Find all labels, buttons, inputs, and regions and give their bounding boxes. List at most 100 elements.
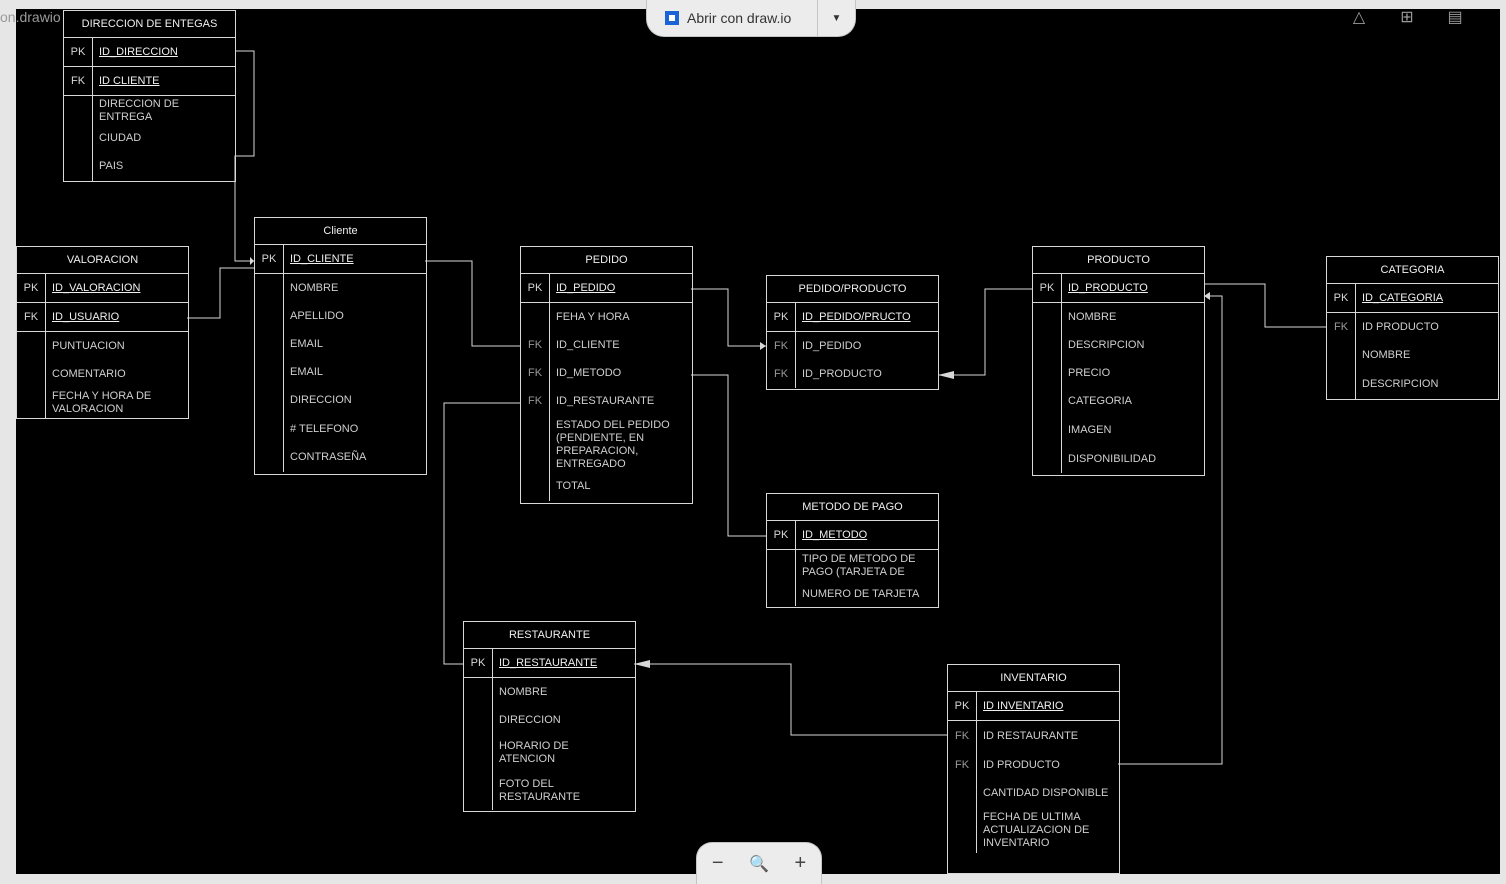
key-cell: [464, 734, 493, 772]
table-row: DIRECCION: [255, 386, 426, 414]
table-row: FEHA Y HORA: [521, 303, 692, 331]
key-cell: FK: [521, 331, 550, 359]
field-cell: ID_CLIENTE: [556, 338, 620, 351]
field-cell: NOMBRE: [1068, 310, 1117, 323]
field-cell: COMENTARIO: [52, 367, 126, 380]
print-icon[interactable]: ▤: [1447, 9, 1463, 26]
field-cell: APELLIDO: [290, 309, 344, 322]
table-row: NUMERO DE TARJETA: [767, 582, 938, 606]
field-cell: EMAIL: [290, 365, 324, 378]
field-cell: ID_PEDIDO: [802, 339, 862, 352]
field-cell: ID PRODUCTO: [1362, 320, 1439, 333]
zoom-controls: − 🔍 +: [696, 842, 822, 884]
field-cell: NOMBRE: [290, 281, 339, 294]
field-cell: FOTO DEL RESTAURANTE: [499, 778, 581, 803]
field-cell: ID_CLIENTE: [290, 252, 354, 265]
table-row: DESCRIPCION: [1033, 331, 1204, 359]
key-cell: [255, 330, 284, 358]
field-cell: ID_DIRECCION: [99, 45, 178, 58]
field-cell: IMAGEN: [1068, 423, 1112, 436]
key-cell: FK: [948, 721, 977, 751]
key-cell: [255, 302, 284, 330]
link-producto-categoria: [1204, 283, 1326, 328]
key-cell: [521, 475, 550, 501]
table-row: EMAIL: [255, 358, 426, 386]
link-valoracion-cliente: [187, 267, 254, 319]
key-cell: PK: [521, 274, 550, 302]
add-to-drive-icon[interactable]: △: [1352, 9, 1366, 26]
field-cell: DESCRIPCION: [1362, 377, 1439, 390]
key-cell: [464, 678, 493, 706]
key-cell: [464, 772, 493, 810]
open-with-drawio-button[interactable]: Abrir con draw.io ▼: [646, 0, 856, 37]
chevron-down-icon[interactable]: ▼: [831, 12, 842, 24]
table-pedido-producto[interactable]: PEDIDO/PRODUCTO PK ID_PEDIDO/PRUCTO FK ID_…: [766, 275, 939, 390]
field-cell: # TELEFONO: [290, 422, 359, 435]
field-cell: DIRECCION: [499, 713, 561, 726]
open-with-drawio-main[interactable]: Abrir con draw.io: [647, 0, 818, 36]
add-comment-icon[interactable]: ⊞: [1400, 9, 1414, 26]
key-cell: PK: [767, 303, 796, 331]
field-cell: ID_PEDIDO/PRUCTO: [802, 310, 911, 323]
key-cell: [1033, 445, 1062, 473]
key-cell: PK: [464, 649, 493, 677]
key-cell: FK: [17, 303, 46, 331]
key-cell: [521, 415, 550, 475]
key-cell: [64, 96, 93, 126]
field-cell: ID_PRODUCTO: [802, 367, 882, 380]
table-row: FK ID_CLIENTE: [521, 331, 692, 359]
zoom-out-button[interactable]: −: [711, 852, 724, 874]
table-title: PEDIDO/PRODUCTO: [767, 276, 938, 303]
field-cell: PAIS: [99, 159, 124, 172]
field-cell: CANTIDAD DISPONIBLE: [983, 786, 1109, 799]
key-cell: FK: [767, 332, 796, 360]
table-row: APELLIDO: [255, 302, 426, 330]
key-cell: [1033, 387, 1062, 415]
field-cell: DIRECCION: [290, 393, 352, 406]
zoom-reset-button[interactable]: 🔍: [749, 855, 769, 873]
table-row: CIUDAD: [64, 126, 235, 154]
table-row: CANTIDAD DISPONIBLE: [948, 779, 1119, 807]
table-row: NOMBRE: [1033, 303, 1204, 331]
table-row: ESTADO DEL PEDIDO (PENDIENTE, EN PREPARA…: [521, 415, 692, 475]
table-row: PAIS: [64, 154, 235, 182]
key-cell: FK: [948, 751, 977, 779]
key-cell: [1033, 303, 1062, 331]
table-title: RESTAURANTE: [464, 622, 635, 649]
table-row: FECHA Y HORA DE VALORACION: [17, 388, 188, 418]
table-title: Cliente: [255, 218, 426, 245]
zoom-in-button[interactable]: +: [794, 852, 807, 874]
field-cell: CIUDAD: [99, 131, 142, 144]
table-row: NOMBRE: [464, 678, 635, 706]
field-cell: ID_CATEGORIA: [1362, 291, 1444, 304]
key-cell: FK: [521, 359, 550, 387]
key-cell: PK: [767, 521, 796, 549]
link-inventario-restaurante: [634, 663, 947, 736]
key-cell: [255, 274, 284, 302]
key-cell: [1327, 369, 1356, 399]
key-cell: [521, 303, 550, 331]
key-cell: [17, 360, 46, 388]
field-cell: DIRECCION DE ENTREGA: [99, 98, 180, 123]
link-pedido-pedidoproducto: [691, 288, 766, 347]
field-cell: ID PRODUCTO: [983, 758, 1060, 771]
open-with-drawio-label: Abrir con draw.io: [687, 10, 792, 26]
field-cell: NOMBRE: [1362, 348, 1411, 361]
